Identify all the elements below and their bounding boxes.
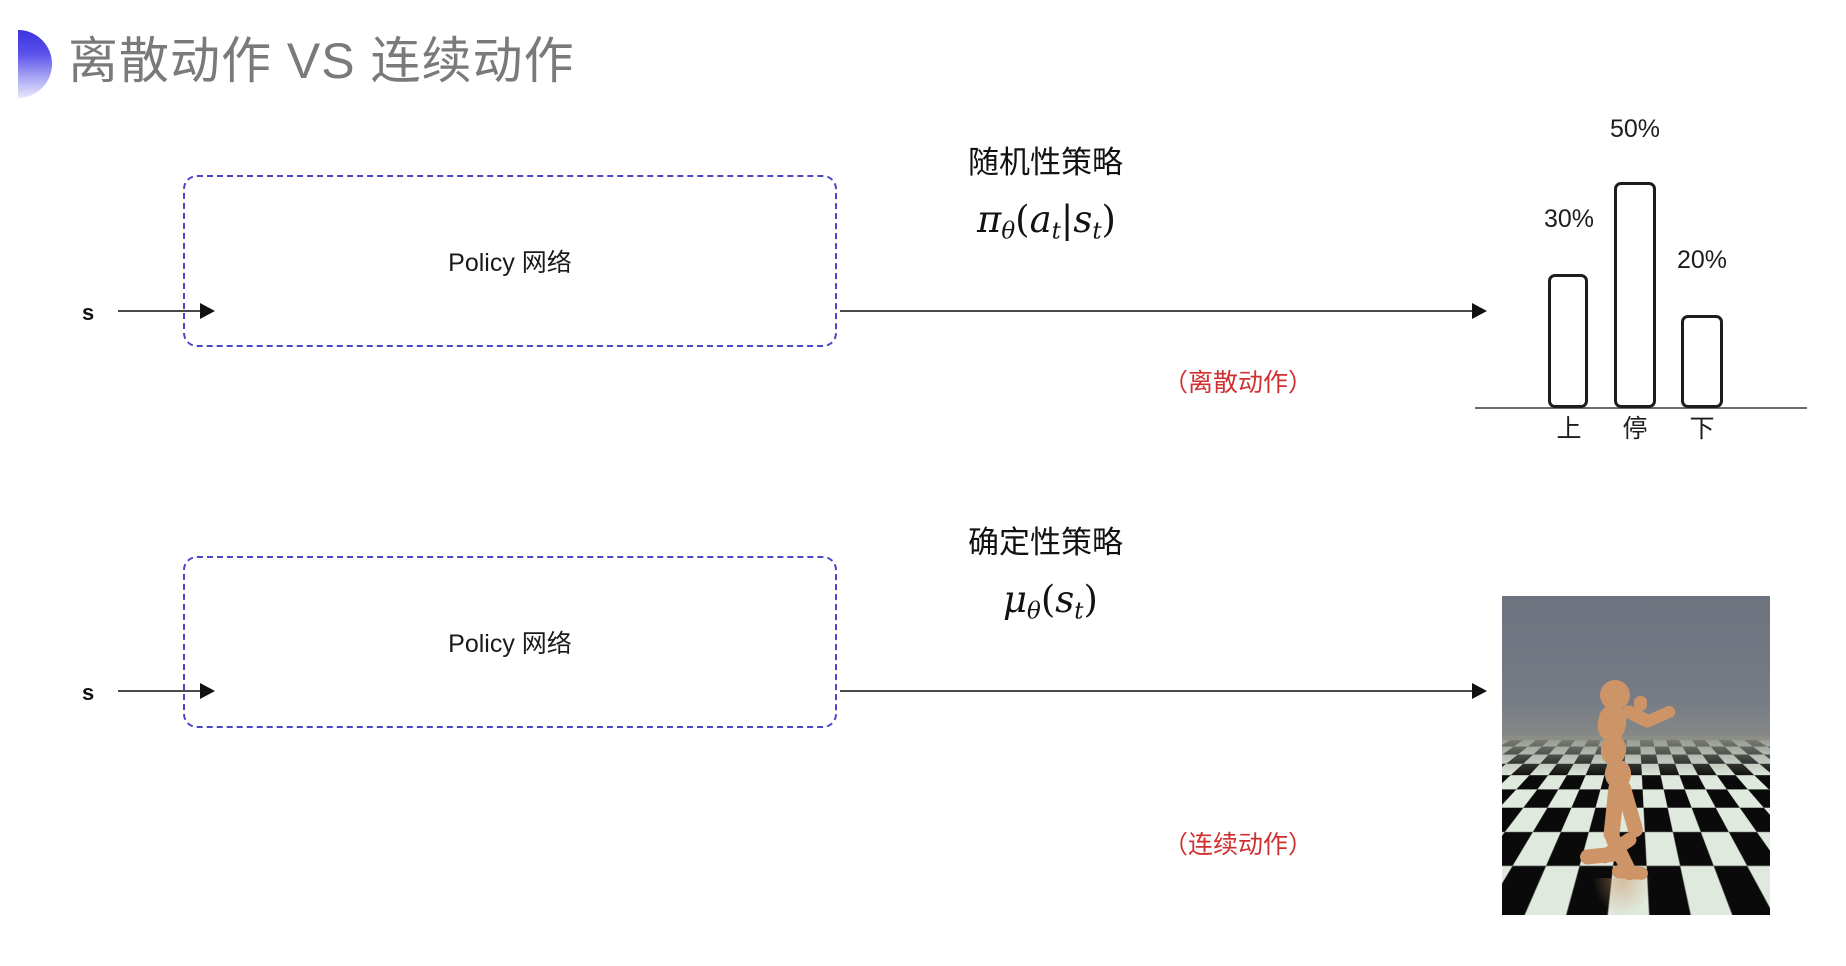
formula-theta-row2: θ <box>1027 598 1041 625</box>
formula-arg1-row2: s <box>1055 578 1075 621</box>
policy-network-label-row2: Policy 网络 <box>448 630 572 658</box>
policy-network-box-row2[interactable]: Policy 网络 <box>183 556 837 728</box>
humanoid-forearm <box>1642 704 1678 728</box>
bar-value-1: 50% <box>1609 115 1661 143</box>
formula-close-row2: ) <box>1083 578 1098 621</box>
policy-network-label-row1: Policy 网络 <box>448 249 572 277</box>
action-note-row1: （离散动作） <box>1163 369 1314 397</box>
formula-fn-row2: μ <box>1003 578 1028 621</box>
humanoid-figure <box>1579 680 1698 915</box>
formula-arg2sub-row1: t <box>1092 218 1102 245</box>
bar-value-0: 30% <box>1543 205 1595 233</box>
chart-baseline-axis <box>1475 407 1807 409</box>
formula-bar-row1: | <box>1060 198 1074 241</box>
humanoid-hand <box>1634 696 1647 711</box>
bar-value-2: 20% <box>1676 246 1728 274</box>
bar-0 <box>1548 274 1588 408</box>
policy-network-box-row1[interactable]: Policy 网络 <box>183 175 837 347</box>
formula-open-row2: ( <box>1040 578 1056 621</box>
formula-theta-row1: θ <box>1001 218 1016 245</box>
formula-arg2-row1: s <box>1073 198 1093 241</box>
bar-category-1: 停 <box>1622 415 1648 443</box>
formula-open-row1: ( <box>1015 198 1030 241</box>
action-probability-bar-chart: 30% 上 50% 停 20% 下 <box>1470 100 1810 450</box>
bar-category-0: 上 <box>1556 415 1582 443</box>
bar-1 <box>1614 182 1656 408</box>
state-label-row1: s <box>82 300 95 325</box>
formula-arg1-row1: a <box>1029 198 1052 241</box>
output-arrow-row1 <box>840 303 1487 319</box>
humanoid-floor-reflection <box>1592 878 1652 915</box>
formula-arg1sub-row2: t <box>1074 598 1084 625</box>
title-bullet-icon <box>18 30 52 98</box>
formula-fn-row1: π <box>977 198 1002 241</box>
formula-row2: μθ(st) <box>1003 578 1098 624</box>
bar-category-2: 下 <box>1689 415 1715 443</box>
output-arrow-row2 <box>840 683 1487 699</box>
input-arrow-row2 <box>118 683 215 699</box>
state-label-row2: s <box>82 680 95 705</box>
action-note-row2: （连续动作） <box>1163 831 1314 859</box>
formula-row1: πθ(at|st) <box>977 198 1116 244</box>
policy-type-row1: 随机性策略 <box>968 145 1123 180</box>
page-title: 离散动作 VS 连续动作 <box>68 33 575 89</box>
bar-2 <box>1681 315 1723 408</box>
policy-type-row2: 确定性策略 <box>968 525 1123 560</box>
humanoid-simulation-image <box>1502 596 1770 915</box>
input-arrow-row1 <box>118 303 215 319</box>
formula-close-row1: ) <box>1101 198 1116 241</box>
formula-arg1sub-row1: t <box>1051 218 1061 245</box>
